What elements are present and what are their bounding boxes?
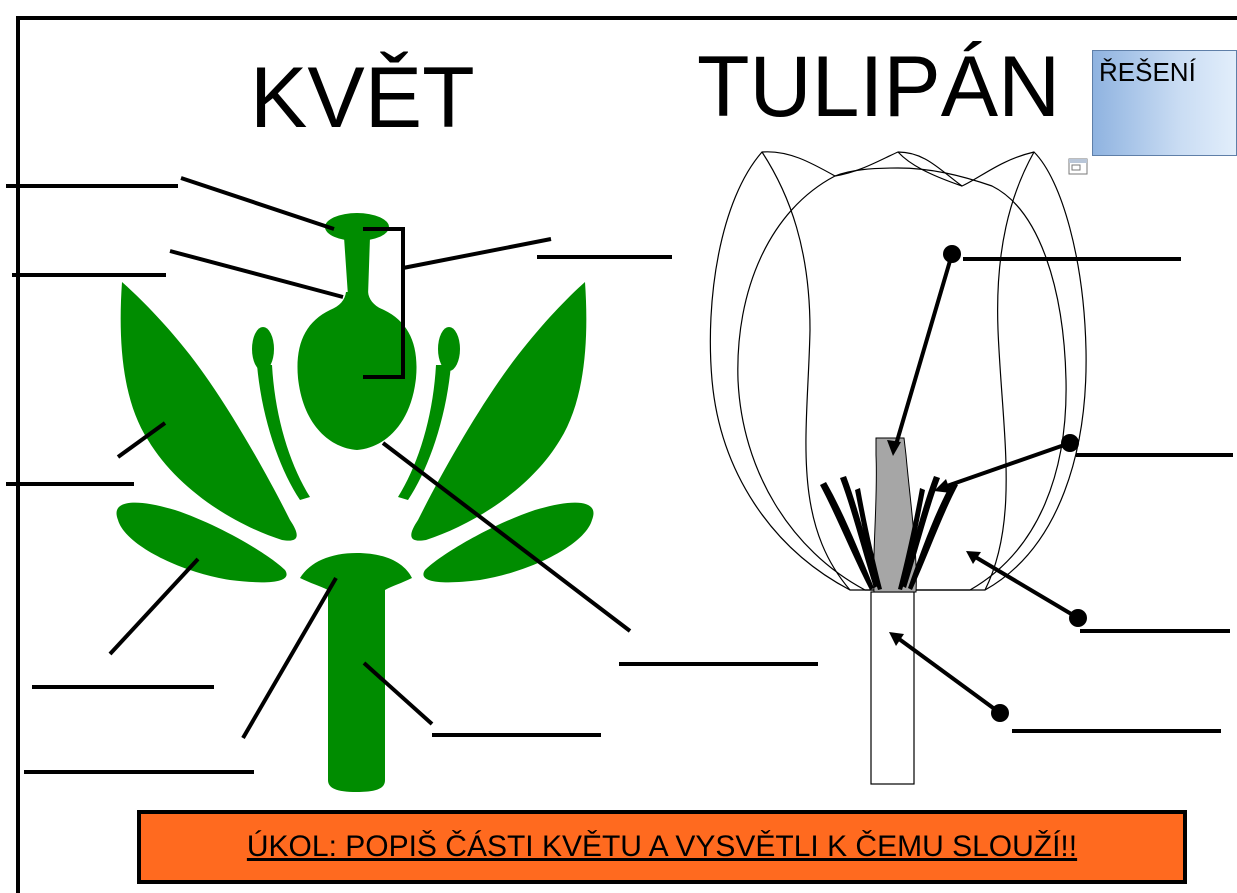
tulip-inner-petal-left [761, 151, 851, 591]
task-box: ÚKOL: POPIŠ ČÁSTI KVĚTU A VYSVĚTLI K ČEM… [137, 810, 1187, 884]
task-text[interactable]: ÚKOL: POPIŠ ČÁSTI KVĚTU A VYSVĚTLI K ČEM… [246, 830, 1078, 863]
tulip-pointer-dots [943, 245, 1087, 722]
tulip-title: TULIPÁN [697, 39, 1061, 135]
tulip-arrowheads [887, 440, 981, 646]
right-stamen [398, 365, 451, 500]
style [344, 237, 370, 300]
tulip-front-petal [737, 167, 1067, 591]
pistil-bracket [363, 227, 405, 379]
flower-title: KVĚT [250, 50, 475, 146]
left-label-lines [6, 176, 818, 774]
tulip-petal-fold [897, 151, 963, 187]
left-petal [120, 282, 297, 541]
left-sepal [116, 502, 287, 583]
ovary [297, 292, 417, 450]
tulip-stamens [820, 476, 958, 590]
tulip-label-pointers [893, 253, 1233, 733]
left-stamen [257, 365, 310, 500]
right-sepal [423, 502, 594, 583]
solution-button[interactable]: ŘEŠENÍ [1092, 50, 1237, 156]
receptacle [300, 553, 412, 792]
solution-button-label: ŘEŠENÍ [1099, 57, 1196, 87]
left-anther [252, 327, 274, 371]
flower-illustration [116, 213, 594, 792]
stigma [325, 213, 389, 241]
right-petal [411, 282, 587, 541]
slide-border-left [16, 16, 20, 893]
right-anther [438, 327, 460, 371]
window-icon[interactable] [1068, 158, 1088, 175]
tulip-stem [870, 591, 915, 785]
tulip-illustration [709, 151, 1087, 591]
tulip-pistil [873, 437, 917, 593]
slide-border-top [16, 16, 1237, 20]
tulip-outer-outline [709, 151, 1087, 591]
